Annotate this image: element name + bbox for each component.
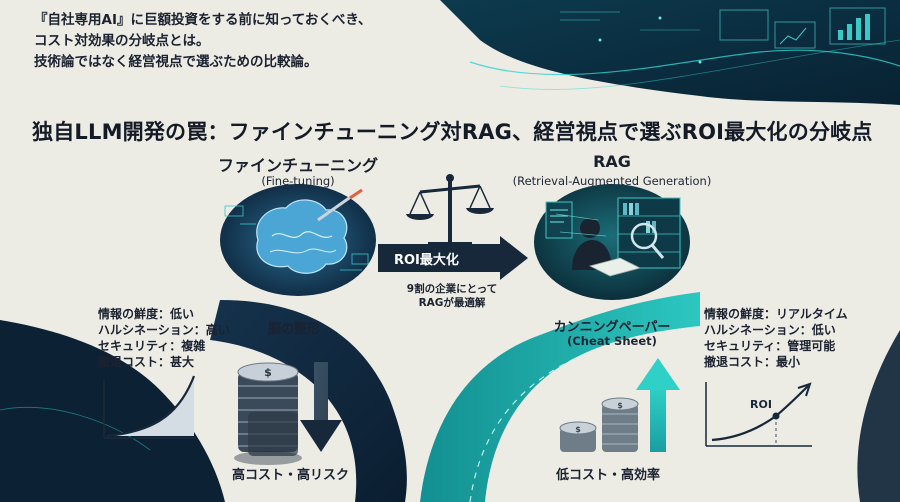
svg-text:$: $ — [617, 401, 623, 410]
brain-illustration — [220, 184, 376, 296]
road-fine-tuning — [210, 300, 407, 502]
roi-arrow-icon — [378, 236, 528, 280]
road-rag — [420, 292, 700, 502]
down-arrow-icon — [300, 362, 342, 452]
attribute-item: セキュリティ：複雑 — [98, 339, 206, 353]
attribute-item: ハルシネーション：高い — [98, 323, 230, 337]
roi-chart-label: ROI — [750, 398, 772, 411]
fine-tuning-subheading: (Fine-tuning) — [261, 174, 335, 188]
wave-bottom-left — [0, 320, 225, 502]
roi-arrow-label: ROI最大化 — [394, 253, 459, 268]
wave-bottom-right — [857, 330, 900, 502]
cost-curve-chart — [103, 375, 196, 439]
intro-line: 『自社専用AI』に巨額投資をする前に知っておくべき、 — [34, 12, 372, 28]
scale-icon — [406, 174, 494, 250]
tech-panel-top-right — [440, 0, 900, 105]
fine-tuning-verdict: 高コスト・高リスク — [232, 468, 350, 483]
attribute-item: セキュリティ：管理可能 — [704, 339, 836, 353]
fine-tuning-caption: 脳の整形 — [268, 322, 321, 337]
center-note: 9割の企業にとって RAGが最適解 — [388, 282, 516, 310]
svg-text:$: $ — [264, 366, 272, 379]
attribute-item: ハルシネーション：低い — [704, 323, 836, 337]
rag-heading: RAG — [593, 152, 631, 171]
intro-line: コスト対効果の分岐点とは。 — [34, 33, 210, 49]
fine-tuning-heading: ファインチューニング — [217, 156, 378, 175]
coin-stack-small-icon: $ $ — [559, 397, 639, 452]
rag-caption-sub: (Cheat Sheet) — [567, 334, 657, 348]
fine-tuning-attributes: 情報の鮮度：低い ハルシネーション：高い セキュリティ：複雑 撤退コスト：甚大 — [98, 306, 230, 370]
attribute-item: 情報の鮮度：リアルタイム — [704, 307, 848, 321]
rag-illustration — [534, 184, 690, 300]
up-arrow-icon — [636, 358, 680, 452]
intro-text: 『自社専用AI』に巨額投資をする前に知っておくべき、 コスト対効果の分岐点とは。… — [34, 10, 371, 73]
rag-subheading: (Retrieval-Augmented Generation) — [512, 174, 712, 188]
center-note-line: 9割の企業にとって — [406, 283, 498, 295]
intro-line: 技術論ではなく経営視点で選ぶための比較論。 — [34, 54, 318, 70]
rag-caption: カンニングペーパー — [553, 320, 671, 335]
svg-text:$: $ — [575, 425, 581, 434]
attribute-item: 撤退コスト：甚大 — [98, 355, 195, 369]
roi-curve-chart — [705, 382, 812, 447]
attribute-item: 情報の鮮度：低い — [98, 307, 195, 321]
page-title: 独自LLM開発の罠：ファインチューニング対RAG、経営視点で選ぶROI最大化の分… — [32, 120, 873, 144]
center-note-line: RAGが最適解 — [418, 297, 486, 309]
coin-stack-large-icon: $ — [234, 362, 302, 465]
rag-attributes: 情報の鮮度：リアルタイム ハルシネーション：低い セキュリティ：管理可能 撤退コ… — [704, 306, 848, 370]
rag-verdict: 低コスト・高効率 — [556, 468, 661, 483]
attribute-item: 撤退コスト：最小 — [704, 355, 801, 369]
